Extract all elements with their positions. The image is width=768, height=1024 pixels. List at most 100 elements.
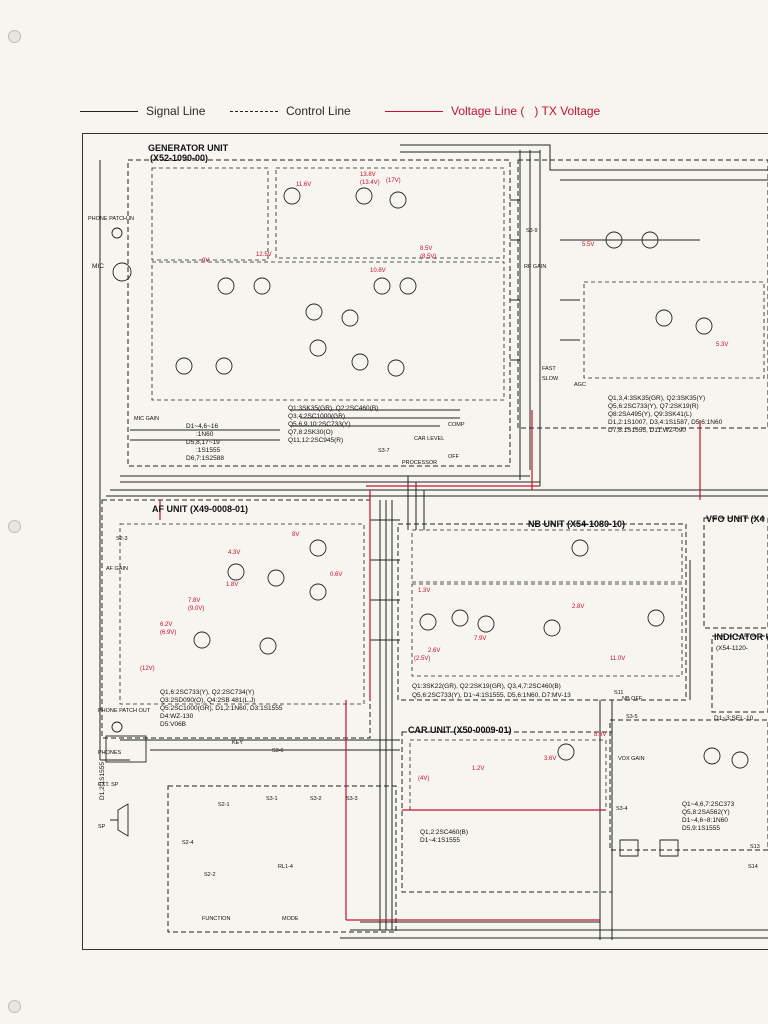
switch-label: S3-4	[616, 806, 628, 812]
generator-diodes: D1~4,6~16 :1N60 D5,8,17~19 :1S1555 D6,7:…	[186, 423, 224, 462]
signal-line-swatch	[80, 111, 138, 113]
vfo-unit-title: VFO UNIT (X4	[706, 514, 765, 524]
ext-sp-label: EXT. SP	[98, 782, 119, 788]
voltage-reading: 11.0V	[610, 656, 625, 662]
switch-label: S2-4	[182, 840, 194, 846]
af-sub-box	[119, 523, 365, 705]
binder-hole	[8, 520, 21, 533]
voltage-reading: 2.8V	[572, 604, 584, 610]
function-label: FUNCTION	[202, 916, 230, 922]
mode-label: MODE	[282, 916, 299, 922]
nb-part-0: Q1:3SK22(GR), Q2:2SK19(GR), Q3,4,7:2SC46…	[412, 683, 561, 690]
af-parts: Q1,6:2SC733(Y), Q2:2SC734(Y) Q3:2SD090(O…	[160, 689, 283, 728]
voltage-readings: 13.8V (13.4V) 11.6V (17V) 12.5V 10.6V 9V…	[140, 172, 728, 782]
vox-gain-label: VOX GAIN	[618, 756, 645, 762]
legend-control: Control Line	[230, 104, 351, 118]
schematic-sheet	[82, 133, 768, 950]
nb-unit-box	[397, 523, 687, 701]
voltage-reading: 6.2V	[160, 622, 172, 628]
car-part-0: Q1,2:2SC460(B)	[420, 829, 468, 836]
voltage-reading: 0.6V	[330, 572, 342, 578]
rf-gain-label: RF GAIN	[524, 264, 546, 270]
voltage-reading: 7.9V	[474, 636, 486, 642]
voltage-reading: (9.0V)	[188, 606, 204, 612]
switch-label: S14	[748, 864, 758, 870]
voltage-reading: (8.5V)	[420, 254, 436, 260]
voltage-reading: 5.3V	[716, 342, 728, 348]
mic-gain-label: MIC GAIN	[134, 416, 159, 422]
off-label: OFF	[448, 454, 460, 460]
binder-hole	[8, 30, 21, 43]
gen-diode-3: :1S1555	[196, 447, 221, 454]
voltage-reading: (4V)	[418, 776, 429, 782]
right-part-2: D1~4,6~8:1N60	[682, 817, 728, 824]
legend-signal: Signal Line	[80, 104, 205, 118]
mic-label: MIC	[92, 263, 104, 270]
legend-voltage: Voltage Line ( ) TX Voltage	[385, 104, 600, 118]
misc-part-0: D1,2:1S1555	[99, 762, 106, 800]
switch-labels: S2-3 S3-6 S3-7 S2-1 S2-4 S2-2 S3-1 S3-2 …	[116, 228, 760, 878]
legend-voltage-prefix: Voltage Line (	[451, 104, 525, 118]
gen-part-0: Q1:3SK35(GR), Q2:2SC460(B)	[288, 405, 378, 412]
voltage-reading: 3.6V	[544, 756, 556, 762]
misc-part-1: D1~3:SEL-10	[714, 715, 754, 722]
switch-label: S3-5	[626, 714, 638, 720]
voltage-reading: 1.3V	[418, 588, 430, 594]
car-part-1: D1~4:1S1555	[420, 837, 460, 844]
car-unit-title: CAR UNIT (X50-0009-01)	[408, 725, 512, 735]
rf-part-1: Q5,6:2SC733(Y), Q7:2SK19(R)	[608, 403, 699, 410]
right-part-0: Q1~4,6,7:2SC373	[682, 801, 735, 808]
switch-label: S3-9	[526, 228, 538, 234]
gen-diode-1: :1N60	[196, 431, 214, 438]
gen-part-3: Q7,8:2SK30(O)	[288, 429, 333, 436]
voltage-reading: 10.6V	[370, 268, 386, 274]
control-line-swatch	[230, 111, 278, 113]
voltage-reading: 2.6V	[428, 648, 440, 654]
rf-part-3: D1,2:1S1007, D3,4:1S1587, D5,6:1N60	[608, 419, 723, 426]
switch-label: S3-1	[266, 796, 278, 802]
vfo-unit-box	[703, 517, 768, 629]
bus-wires	[99, 144, 768, 940]
phone-patch-out-label: PHONE PATCH OUT	[98, 708, 151, 714]
rf-part-0: Q1,3,4:3SK35(GR), Q2:3SK35(Y)	[608, 395, 705, 402]
legend-voltage-suffix: ) TX Voltage	[534, 104, 601, 118]
af-part-4: D5:V06B	[160, 721, 186, 728]
car-sub-box	[409, 739, 607, 811]
nb-sub-box-2	[411, 583, 683, 677]
legend-signal-label: Signal Line	[146, 104, 206, 118]
car-parts: Q1,2:2SC460(B) D1~4:1S1555	[420, 829, 468, 844]
processor-label: PROCESSOR	[402, 460, 437, 466]
nb-unit-title: NB UNIT (X54-1080-10)	[528, 519, 625, 529]
switch-box	[167, 785, 397, 933]
voltage-lines	[159, 410, 701, 921]
legend-control-label: Control Line	[286, 104, 351, 118]
gen-part-4: Q11,12:2SC945(R)	[288, 437, 343, 444]
gen-sub-box-1	[151, 167, 269, 261]
gen-part-2: Q5,6,9,10:2SC733(Y)	[288, 421, 351, 428]
voltage-reading: 13.8V	[360, 172, 376, 178]
car-unit-box	[401, 731, 613, 893]
switch-label: S13	[750, 844, 760, 850]
switch-label: S3-2	[310, 796, 322, 802]
switch-label: S3-7	[378, 448, 390, 454]
generator-parts: Q1:3SK35(GR), Q2:2SC460(B) Q3,4:2SC1000(…	[288, 405, 378, 444]
voltage-reading: (2.5V)	[414, 656, 430, 662]
generator-unit-title: GENERATOR UNIT	[148, 143, 229, 153]
rf-parts: Q1,3,4:3SK35(GR), Q2:3SK35(Y) Q5,6:2SC73…	[608, 395, 723, 434]
nb-part-1: Q5,6:2SC733(Y), D1~4:1S1555, D5,6:1N60, …	[412, 692, 571, 699]
slow-label: SLOW	[542, 376, 559, 382]
gen-sub-box-2	[275, 167, 505, 259]
switch-label: S2-2	[204, 872, 216, 878]
right-parts: Q1~4,6,7:2SC373 Q5,8:2SA562(Y) D1~4,6~8:…	[682, 801, 735, 832]
voltage-reading: (13.4V)	[360, 180, 380, 186]
voltage-reading: 12.5V	[256, 252, 272, 258]
af-gain-label: AF GAIN	[106, 566, 128, 572]
rf-sub-box	[583, 281, 765, 379]
voltage-reading: 11.6V	[296, 182, 311, 188]
voltage-line-swatch	[385, 111, 443, 113]
nb-sub-box-1	[411, 529, 683, 583]
rf-unit-box	[517, 159, 768, 429]
nb-parts: Q1:3SK22(GR), Q2:2SK19(GR), Q3,4,7:2SC46…	[412, 683, 571, 699]
gen-sub-box-3	[151, 261, 505, 401]
